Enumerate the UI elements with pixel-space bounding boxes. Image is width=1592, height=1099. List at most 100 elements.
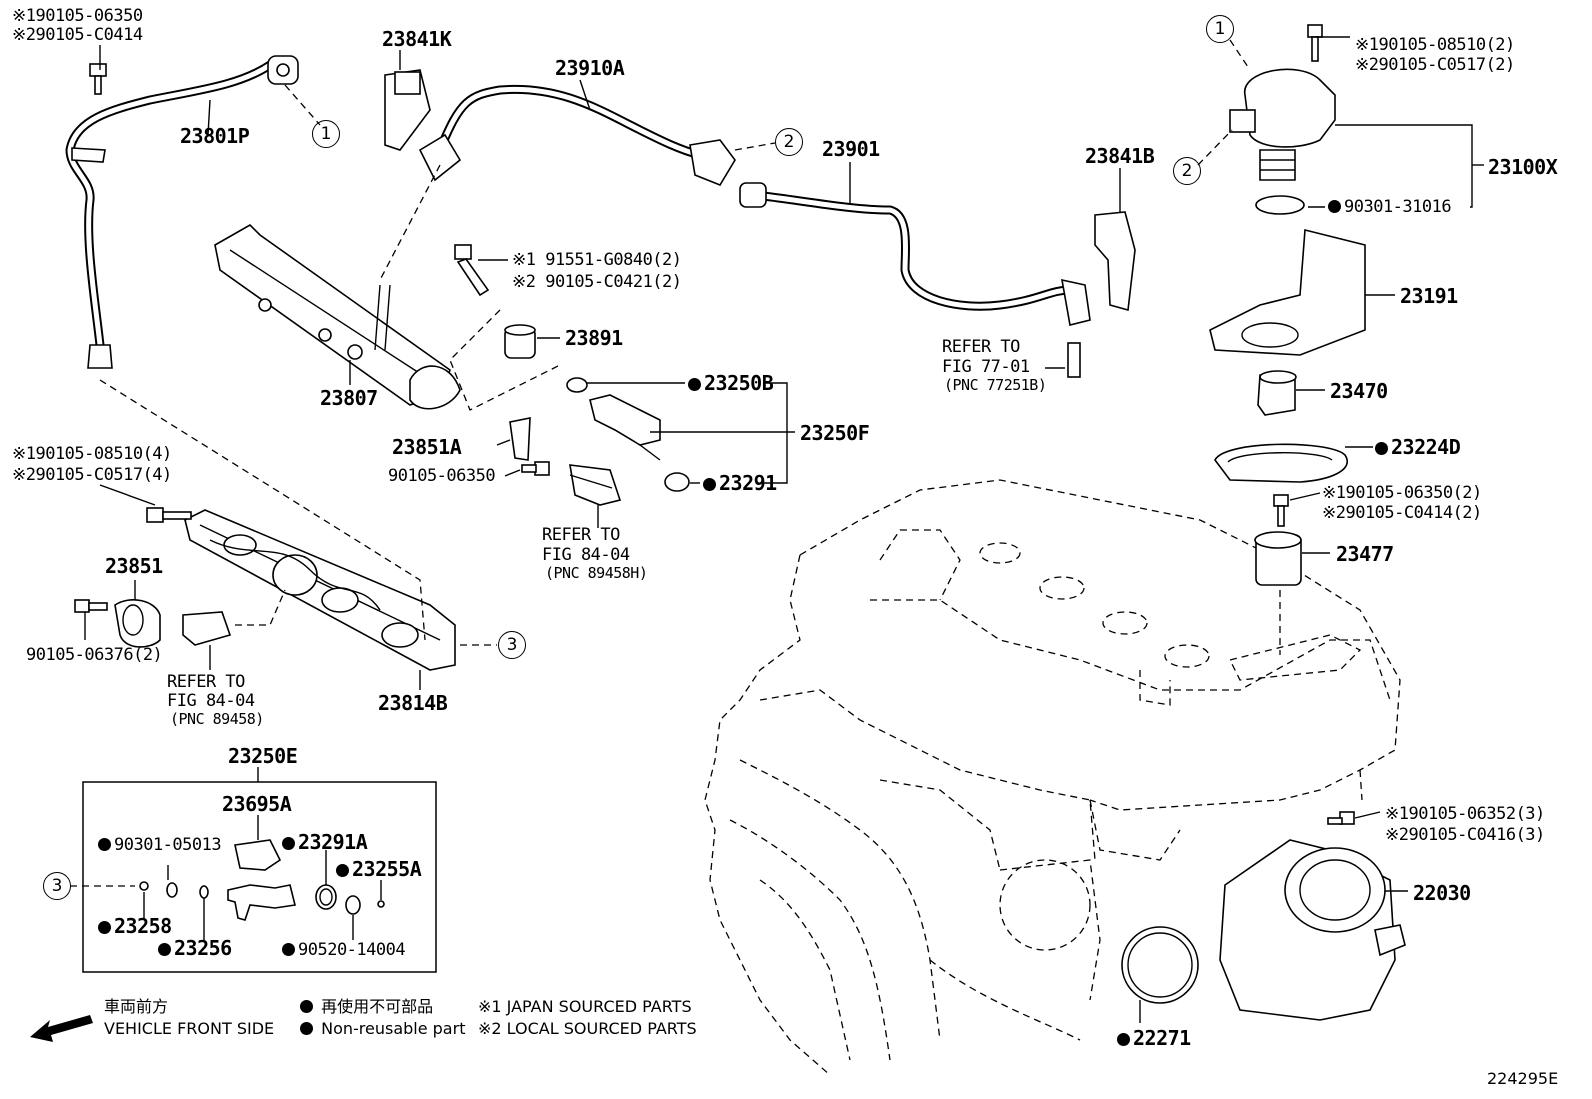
label-23256: 23256 [158, 937, 232, 959]
label-tb-bolt-2: ※290105-C0416(3) [1385, 825, 1545, 845]
injector-23250F [566, 377, 690, 492]
label-23891: 23891 [565, 326, 623, 350]
label-pump-bolt-2: ※290105-C0517(2) [1355, 55, 1515, 75]
bracket-23191 [1209, 228, 1366, 356]
legend-nonreusable-en: Non-reusable part [300, 1020, 465, 1038]
non-reusable-dot [688, 378, 701, 391]
label-23807: 23807 [320, 386, 378, 410]
label-refer77-3: (PNC 77251B) [944, 376, 1047, 394]
sensor-fig84a [569, 464, 622, 506]
callout-1: 1 [312, 120, 340, 148]
non-reusable-dot [282, 837, 295, 850]
leader-90105-06350 [504, 469, 521, 477]
harness-23910A [418, 84, 736, 186]
fuel-pump-23100X [1229, 24, 1336, 181]
label-23250E: 23250E [228, 744, 298, 768]
label-top-bolt-1: ※190105-06350 [12, 6, 143, 26]
label-22030: 22030 [1413, 881, 1471, 905]
label-23224D: 23224D [1375, 436, 1461, 458]
non-reusable-dot [703, 478, 716, 491]
gasket-22271 [1121, 926, 1199, 1004]
plug-23851 [74, 599, 161, 648]
connector-23841K [384, 69, 431, 151]
label-23258: 23258 [98, 915, 172, 937]
label-23291A: 23291A [282, 831, 368, 853]
non-reusable-dot [98, 921, 111, 934]
label-90105-06350: 90105-06350 [388, 466, 496, 486]
label-23255A: 23255A [336, 858, 422, 880]
callout-3: 3 [43, 872, 71, 900]
leader-tb-bolt [1354, 811, 1381, 819]
kit-box-23250E [82, 781, 437, 973]
label-91551-2: ※2 90105-C0421(2) [512, 272, 682, 292]
leader-connector-rail [379, 164, 441, 281]
label-23901: 23901 [822, 137, 880, 161]
leader-23801P [207, 99, 211, 136]
label-90520-14004: 90520-14004 [282, 941, 406, 960]
label-23851: 23851 [105, 554, 163, 578]
non-reusable-dot [1375, 442, 1388, 455]
leader-sensor-rail [235, 589, 286, 626]
label-pump-bolt-1: ※190105-08510(2) [1355, 35, 1515, 55]
legend-japan-sourced: ※1 JAPAN SOURCED PARTS [478, 997, 692, 1016]
label-refer84a-1: REFER TO [542, 525, 620, 545]
clip-23841B [1094, 211, 1136, 312]
label-23250B: 23250B [688, 372, 774, 394]
label-rail-bolt-2: ※290105-C0517(4) [12, 465, 172, 485]
leader-c2a [734, 142, 776, 151]
label-23841B: 23841B [1085, 144, 1155, 168]
label-23851A: 23851A [392, 435, 462, 459]
leader-cap-injector [449, 309, 561, 411]
label-refer84b-3: (PNC 89458) [170, 710, 264, 728]
label-23801P: 23801P [180, 124, 250, 148]
bracket-23100X [1335, 124, 1473, 208]
non-reusable-dot [1328, 200, 1341, 213]
leader-23477-bolt [1289, 492, 1321, 501]
label-refer84a-3: (PNC 89458H) [545, 564, 648, 582]
label-refer84a-2: FIG 84-04 [542, 545, 630, 565]
label-23910A: 23910A [555, 56, 625, 80]
non-reusable-dot [300, 1000, 313, 1013]
label-91551-1: ※1 91551-G0840(2) [512, 250, 682, 270]
non-reusable-dot [98, 838, 111, 851]
label-refer84b-2: FIG 84-04 [167, 691, 255, 711]
legend-local-sourced: ※2 LOCAL SOURCED PARTS [478, 1019, 697, 1038]
legend-nonreusable-jp: 再使用不可部品 [300, 998, 433, 1016]
label-23477-bolt-1: ※190105-06350(2) [1322, 483, 1482, 503]
label-90105-06376: 90105-06376(2) [26, 645, 163, 665]
callout-2: 2 [1173, 157, 1201, 185]
non-reusable-dot [158, 943, 171, 956]
cap-23891 [454, 244, 536, 359]
label-23100X: 23100X [1488, 155, 1558, 179]
housing-23477 [1254, 494, 1302, 586]
fuel-rail-23814B [146, 507, 456, 671]
leader-c1b [1229, 39, 1251, 71]
label-23477: 23477 [1336, 542, 1394, 566]
gasket-23224D [1214, 443, 1348, 483]
label-tb-bolt-1: ※190105-06352(3) [1385, 804, 1545, 824]
label-90301-05013: 90301-05013 [98, 836, 222, 855]
harness-23801P [65, 55, 299, 369]
leader-c2b [1197, 129, 1233, 166]
label-23841K: 23841K [382, 27, 452, 51]
leader-rail-bolt [99, 484, 156, 506]
non-reusable-dot [282, 943, 295, 956]
leader-c1a [284, 84, 321, 126]
delivery-pipe-23807 [214, 224, 461, 410]
vehicle-front-arrow-icon [30, 1015, 93, 1042]
label-refer77-1: REFER TO [942, 337, 1020, 357]
legend-front-jp: 車両前方 [104, 997, 169, 1016]
callout-3: 3 [498, 631, 526, 659]
label-23814B: 23814B [378, 691, 448, 715]
label-23191: 23191 [1400, 284, 1458, 308]
lifter-23470 [1257, 370, 1297, 416]
kit-parts [139, 815, 385, 940]
label-23470: 23470 [1330, 379, 1388, 403]
figure-id: 224295E [1487, 1069, 1559, 1088]
legend-front-en: VEHICLE FRONT SIDE [104, 1019, 275, 1038]
label-23291: 23291 [703, 472, 777, 494]
label-top-bolt-2: ※290105-C0414 [12, 25, 143, 45]
leader-23851A [496, 439, 511, 446]
